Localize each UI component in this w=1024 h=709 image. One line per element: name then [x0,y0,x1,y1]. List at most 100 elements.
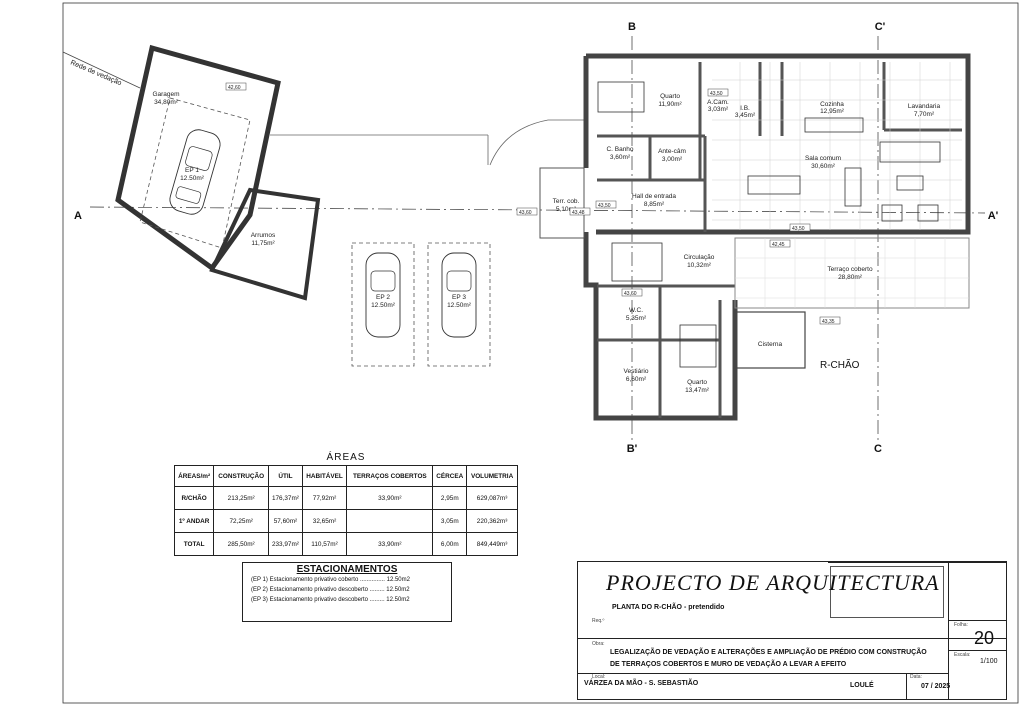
areas-table: ÁREAS ÁREAS/m² CONSTRUÇÃO ÚTIL HABITÁVEL… [173,452,518,556]
room-hall-name: Hall de entrada [632,193,676,200]
table-cell: 72,25m² [213,509,270,533]
level-tag: 43,35 [822,319,835,325]
areas-header: ÚTIL [268,465,303,487]
table-cell: 1º ANDAR [173,509,215,533]
data-label: Data: [910,674,922,680]
room-cozinha-area: 12,95m² [820,108,845,115]
room-quarto2-area: 13,47m² [685,387,710,394]
room-garagem-area: 34,80m² [154,99,179,106]
scale-value: 1/100 [980,658,998,665]
parking-legend: ESTACIONAMENTOS (EP 1) Estacionamento pr… [242,562,452,622]
title-block: PROJECTO DE ARQUITECTURA PLANTA DO R-CHÃ… [577,561,1007,700]
table-cell: 33,90m² [346,532,434,556]
room-vestiario-area: 6,60m² [626,376,647,383]
cistern-outline [734,311,806,369]
parking-line: (EP 2) Estacionamento privativo descober… [251,587,410,593]
room-quarto2-name: Quarto [687,379,707,386]
room-ep1-name: EP 1 [185,167,199,174]
escala-label: Escala: [954,652,971,658]
table-cell: 57,60m² [268,509,303,533]
room-tercob-area: 5,10m² [556,206,577,213]
axis-label-a: A [74,210,82,222]
obra-label: Obra: [592,641,605,647]
floor-label: R-CHÃO [820,358,860,371]
parking-ep3 [427,242,491,367]
room-lavandaria-area: 7,70m² [914,111,935,118]
room-cozinha-name: Cozinha [820,101,844,108]
room-antecam-area: 3,00m² [662,156,683,163]
room-ep1-area: 12.50m² [180,175,205,182]
city-value: LOULÉ [850,682,874,689]
room-tercob-name: Terr. cob. [553,198,580,205]
table-cell: 2,95m [432,486,468,510]
fence-label: Rede de vedação [69,59,122,87]
local-value: VÁRZEA DA MÃO - S. SEBASTIÃO [584,680,699,687]
room-lavandaria-name: Lavandaria [908,103,941,110]
table-cell: 213,25m² [213,486,270,510]
sheet-number: 20 [974,628,995,648]
axis-label-b: B [628,21,636,33]
table-cell: 176,37m² [268,486,303,510]
parking-line: (EP 3) Estacionamento privativo descober… [251,597,410,603]
obra-description: LEGALIZAÇÃO DE VEDAÇÃO E ALTERAÇÕES E AM… [584,647,927,671]
covered-terrace [734,237,970,309]
areas-header: TERRAÇOS COBERTOS [346,465,434,487]
axis-label-a-prime: A' [988,210,999,222]
table-cell: 3,05m [432,509,468,533]
room-ep3-area: 12.50m² [447,302,472,309]
table-row: 1º ANDAR 72,25m² 57,60m² 32,65m² 3,05m 2… [173,509,518,533]
areas-header: HABITÁVEL [301,465,348,487]
room-ep2-name: EP 2 [376,294,390,301]
table-cell: 849,449m³ [466,532,518,556]
room-ib-name: I.B. [740,105,750,112]
folha-label: Folha: [954,622,968,628]
room-quarto1-name: Quarto [660,93,680,100]
driveway-edge [270,134,489,165]
areas-header: CÉRCEA [432,465,468,487]
room-ib-area: 3,45m² [735,112,756,119]
table-cell: 32,65m² [301,509,348,533]
table-cell: TOTAL [173,532,215,556]
table-row: R/CHÃO 213,25m² 176,37m² 77,92m² 33,90m²… [173,486,518,510]
room-cbanho-name: C. Banho [606,146,633,153]
arrumos-block [209,187,321,301]
room-terraco-area: 28,80m² [838,274,863,281]
table-cell: 6,00m [432,532,468,556]
level-tag: 43,50 [792,226,805,232]
parking-line: (EP 1) Estacionamento privativo coberto … [251,577,410,583]
areas-header: ÁREAS/m² [173,465,215,487]
room-ep2-area: 12.50m² [371,302,396,309]
room-arrumos-name: Arrumos [251,232,276,239]
level-tag: 43,60 [624,291,637,297]
house-interior-walls [597,62,962,418]
sheet-border [62,2,1019,704]
level-tag: 43,50 [710,91,723,97]
room-wc-area: 5,35m² [626,315,647,322]
table-cell: R/CHÃO [173,486,215,510]
parking-title: ESTACIONAMENTOS [296,564,398,575]
room-antecam-name: Ante-câm [658,148,686,155]
level-tag: 42,45 [772,242,785,248]
axis-label-b-prime: B' [627,443,638,455]
date-value: 07 / 2025 [921,683,951,690]
table-cell: 220,362m³ [466,509,518,533]
axis-label-c: C [874,443,882,455]
level-tag: 43,60 [519,210,532,216]
req-label: Req.º [592,618,605,624]
obra-line: DE TERRAÇOS COBERTOS E MURO DE VEDAÇÃO A… [610,661,847,668]
fence-line [62,51,141,89]
parking-ep2 [351,242,415,367]
room-acam-name: A.Cam. [707,99,729,106]
room-garagem-name: Garagem [152,91,179,98]
room-terraco-name: Terraço coberto [827,266,873,273]
areas-caption: ÁREAS [326,452,366,463]
section-line-a [89,206,986,214]
room-acam-area: 3,03m² [708,106,729,113]
level-tag: 42,60 [228,85,241,91]
project-title: PROJECTO DE ARQUITECTURA [606,570,940,595]
room-ep3-name: EP 3 [452,294,466,301]
drawing-title: PLANTA DO R-CHÃO - pretendido [612,604,725,611]
room-quarto1-area: 11,90m² [658,101,682,108]
table-row: TOTAL 285,50m² 233,97m² 110,57m² 33,90m²… [173,532,518,556]
